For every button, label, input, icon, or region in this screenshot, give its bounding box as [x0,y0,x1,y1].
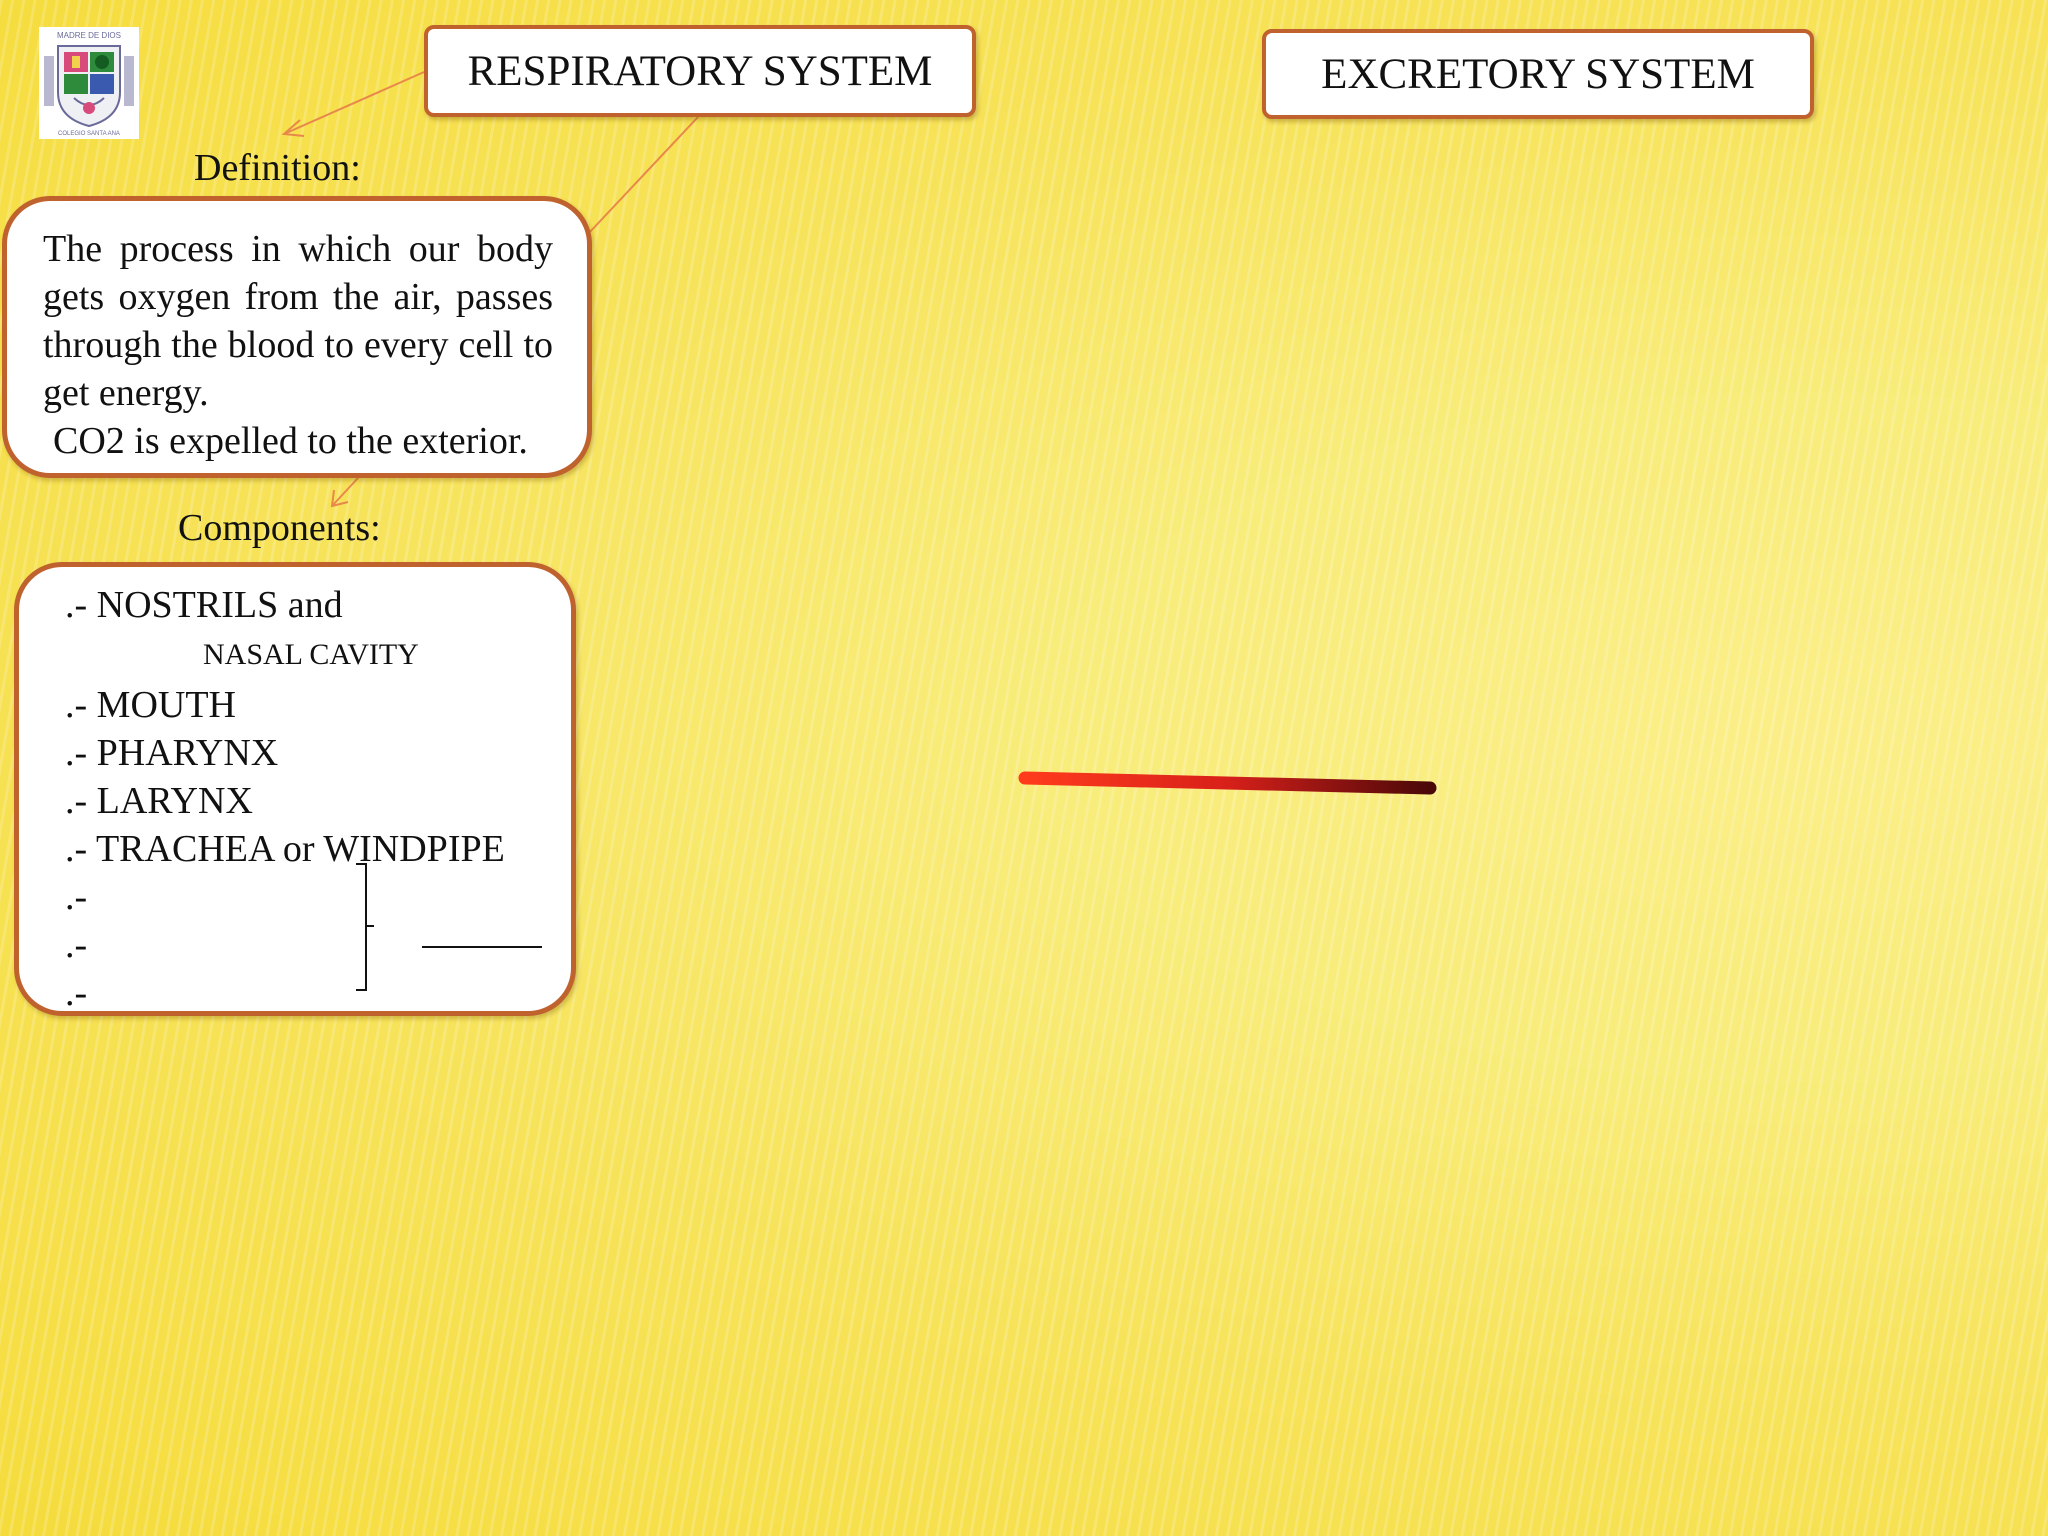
component-item: .- LARYNX [65,780,253,822]
blank-component-item: .- [65,876,88,918]
component-subitem: NASAL CAVITY [203,638,419,671]
blank-component-item: .- [65,972,88,1014]
divider-step [1018,771,1437,795]
component-item: .- MOUTH [65,684,236,726]
respiratory-title: RESPIRATORY SYSTEM [424,25,976,117]
definition-co2-text: CO2 is expelled to the exterior. [53,420,528,462]
arrow-to-components [331,477,359,507]
components-box: .- NOSTRILS and NASAL CAVITY .- MOUTH .-… [14,562,576,1016]
components-label: Components: [178,507,381,549]
logo-ring-text: COLEGIO SANTA ANA [58,131,120,137]
blank-component-item: .- [65,924,88,966]
right-brace-icon [352,862,382,994]
component-item: .- PHARYNX [65,732,279,774]
school-crest-icon: MADRE DE DIOS COLEGIO SANTA ANA [38,26,140,140]
arrow-head-components [330,489,349,508]
component-item: .- NOSTRILS and [65,584,343,626]
excretory-title: EXCRETORY SYSTEM [1262,29,1814,119]
definition-text: The process in which our body gets oxyge… [43,228,553,414]
definition-box: The process in which our body gets oxyge… [2,196,592,478]
component-item: .- TRACHEA or WINDPIPE [65,828,505,870]
definition-label: Definition: [194,147,361,189]
connector-to-definition-box [587,116,699,235]
arrow-head-definition [281,119,305,137]
arrow-to-definition [283,71,425,135]
answer-blank-line[interactable] [422,946,542,948]
logo-top-text: MADRE DE DIOS [57,31,121,40]
